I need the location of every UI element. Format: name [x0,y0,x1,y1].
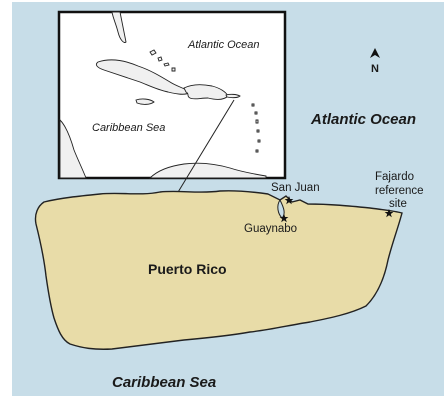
fajardo-label-line1: Fajardo [375,171,414,183]
guaynabo-marker [279,214,289,223]
san-juan-marker [284,196,294,205]
inset-south-america [148,162,267,179]
san-juan-label: San Juan [271,182,320,194]
inset-bahamas [149,49,176,72]
fajardo-marker [384,209,394,218]
inset-atlantic-label: Atlantic Ocean [187,39,260,51]
atlantic-ocean-label: Atlantic Ocean [310,111,416,128]
inset-frame [57,10,287,180]
fajardo-label-line3: site [389,198,407,210]
inset-jamaica [135,98,155,105]
inset-caribbean-label: Caribbean Sea [92,122,165,134]
star-icon [279,214,289,223]
inset-map: Atlantic Ocean Caribbean Sea [57,10,287,180]
puerto-rico-label: Puerto Rico [148,261,227,277]
inset-cuba [95,59,191,95]
inset-hispaniola [183,84,229,100]
north-arrow-icon [370,48,380,58]
inset-florida [111,11,127,43]
guaynabo-label: Guaynabo [244,223,297,235]
caribbean-sea-label: Caribbean Sea [112,374,216,391]
star-icon [384,209,394,218]
north-letter: N [371,63,379,75]
inset-central-america [59,118,87,179]
puerto-rico-landmass [34,190,403,350]
fajardo-label-line2: reference [375,185,424,197]
inset-pointer-line [168,99,235,208]
inset-puerto-rico [225,93,241,99]
inset-lesser-antilles [251,103,261,153]
star-icon [284,196,294,205]
north-arrow: N [370,48,380,75]
